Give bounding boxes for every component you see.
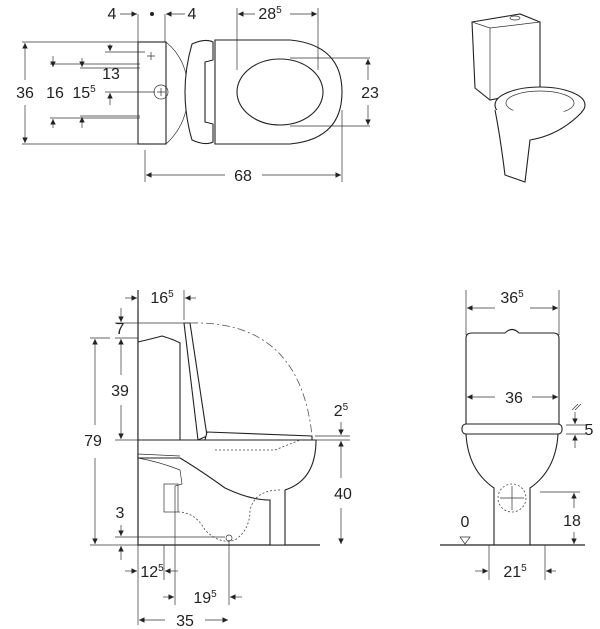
dim-16-5: 165 bbox=[150, 289, 174, 307]
dim-3: 3 bbox=[116, 505, 125, 522]
dim-40: 40 bbox=[334, 486, 352, 503]
dim-seat-depth: 285 bbox=[258, 5, 282, 23]
dim-7: 7 bbox=[116, 321, 125, 338]
dim-left-4: 4 bbox=[108, 6, 117, 23]
front-view: 365 36 5 18 0 215 bbox=[440, 289, 594, 581]
tank-top bbox=[137, 41, 167, 145]
dim-width-36: 36 bbox=[16, 85, 34, 102]
crosshair-icon bbox=[147, 52, 165, 96]
flush-symbol-icon bbox=[571, 403, 582, 411]
dim-5: 5 bbox=[585, 422, 594, 439]
top-view: 4 4 285 36 16 155 13 23 68 bbox=[16, 5, 379, 185]
floor-level-icon bbox=[459, 536, 471, 545]
front-seat bbox=[461, 423, 563, 435]
side-bowl bbox=[137, 439, 317, 546]
seat-hinge bbox=[184, 39, 214, 145]
lid-swing-arc bbox=[189, 322, 313, 437]
dim-36-5: 365 bbox=[500, 289, 524, 307]
dim-length-68: 68 bbox=[234, 168, 252, 185]
dim-36-front: 36 bbox=[505, 390, 523, 407]
dim-right-4: 4 bbox=[188, 6, 197, 23]
dim-seat-23: 23 bbox=[361, 85, 379, 102]
perspective-bowl bbox=[494, 109, 583, 183]
dim-79: 79 bbox=[84, 433, 102, 450]
side-lid bbox=[183, 322, 208, 441]
dim-16: 16 bbox=[46, 85, 64, 102]
dim-12-5: 125 bbox=[140, 563, 164, 581]
dim-19-5: 195 bbox=[193, 589, 217, 607]
side-tank bbox=[137, 335, 181, 441]
dim-2-5: 25 bbox=[334, 402, 349, 420]
center-point-icon bbox=[150, 12, 154, 16]
dim-18: 18 bbox=[563, 513, 581, 530]
side-seat bbox=[204, 431, 313, 441]
dim-0: 0 bbox=[461, 514, 470, 531]
flush-button-icon bbox=[509, 15, 521, 21]
dim-13: 13 bbox=[102, 66, 120, 83]
dim-15-5: 155 bbox=[72, 84, 96, 102]
dim-21-5: 215 bbox=[503, 563, 527, 581]
dim-35: 35 bbox=[176, 613, 194, 629]
side-view: 165 7 39 79 25 40 3 125 195 35 bbox=[84, 289, 352, 629]
dim-39: 39 bbox=[111, 383, 129, 400]
seat-opening bbox=[236, 58, 324, 126]
front-tank bbox=[465, 328, 560, 426]
perspective-view bbox=[471, 13, 586, 183]
